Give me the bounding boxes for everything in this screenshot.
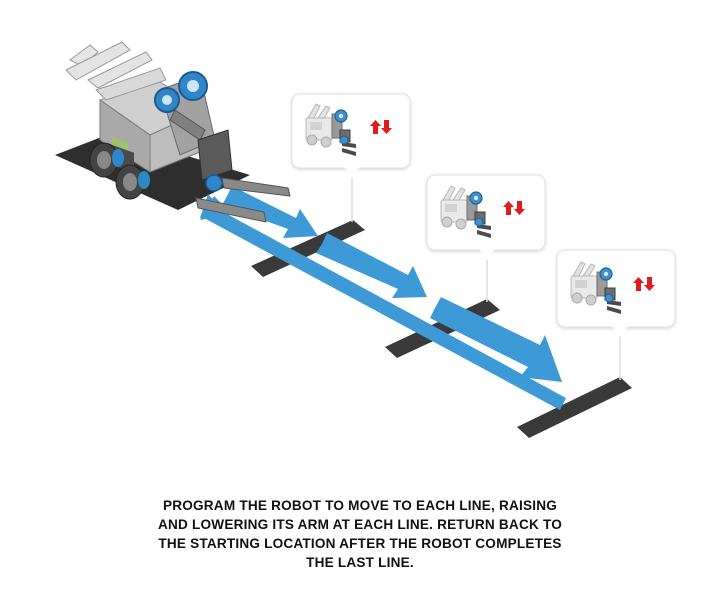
instruction-caption: PROGRAM THE ROBOT TO MOVE TO EACH LINE, … [130,496,590,572]
robot-icon [65,41,291,223]
caption-line: THE LAST LINE. [306,555,414,570]
callout-line-1 [291,93,411,222]
caption-line: PROGRAM THE ROBOT TO MOVE TO EACH LINE, … [162,498,558,513]
caption-line: AND LOWERING ITS ARM AT EACH LINE. RETUR… [157,517,562,532]
outbound-path-arrows [222,186,562,382]
caption-line: THE STARTING LOCATION AFTER THE ROBOT CO… [158,536,562,551]
line-3 [517,377,632,438]
callout-line-2 [426,174,546,302]
callout-line-3 [556,249,676,380]
line-1 [251,220,365,277]
